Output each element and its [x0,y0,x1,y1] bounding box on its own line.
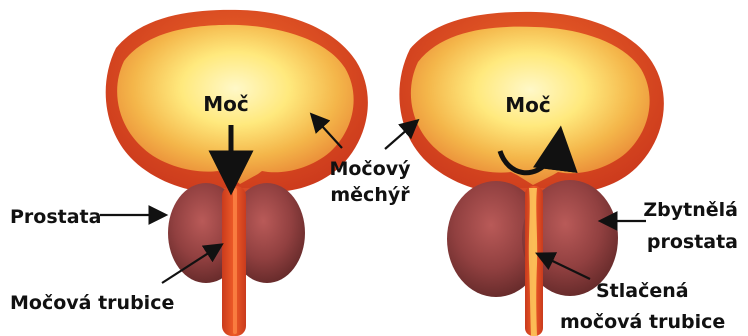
bladder-label-line1: Močový [329,158,411,180]
bladder-label-line2: měchýř [330,184,410,206]
enlarged-prostate-label-line2: prostata [647,231,738,253]
compressed-urethra-label-line1: Stlačená [596,280,689,302]
urethra-label: Močová trubice [10,292,174,314]
left-urethra-lumen [233,188,237,334]
enlarged-prostate-label-line1: Zbytnělá [643,199,738,221]
compressed-urethra-label-line2: močová trubice [560,311,725,333]
right-urine-label: Moč [505,93,551,117]
prostate-label: Prostata [10,206,101,228]
left-urine-label: Moč [203,92,249,116]
left-prostate-group [168,183,305,336]
